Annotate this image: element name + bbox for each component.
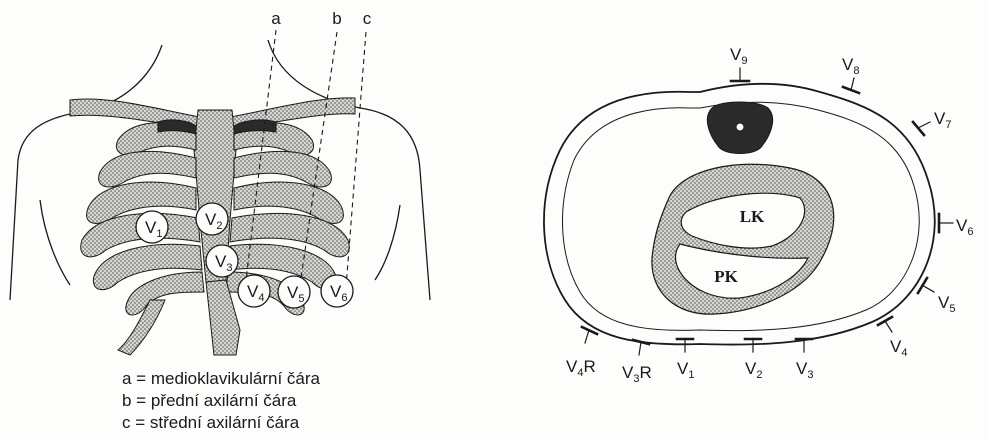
right-electrode-v2-label: V2 xyxy=(745,359,762,381)
line-legend: a = medioklavikulární čára b = přední ax… xyxy=(122,368,320,434)
right-electrode-v8-label: V8 xyxy=(842,55,859,77)
right-electrode-v1-label: V1 xyxy=(677,359,694,381)
right-electrode-v7-label: V7 xyxy=(934,109,951,131)
heart xyxy=(652,164,834,314)
line-label-c: c xyxy=(363,9,372,28)
right-ventricle-label: PK xyxy=(714,267,738,286)
right-electrode-v9-label: V9 xyxy=(730,45,747,67)
legend-item-a: a = medioklavikulární čára xyxy=(122,368,320,390)
left-ventricle-label: LK xyxy=(740,207,765,226)
line-c-mid-axillary xyxy=(345,32,366,300)
right-electrode-v4-label: V4 xyxy=(890,337,907,359)
line-label-b: b xyxy=(332,9,341,28)
right-electrode-v3-label: V3 xyxy=(796,359,813,381)
right-electrode-v6-label: V6 xyxy=(956,216,973,238)
line-label-a: a xyxy=(271,9,281,28)
legend-item-b: b = přední axilární čára xyxy=(122,390,320,412)
right-electrode-v4r-label: V4R xyxy=(566,357,596,379)
spine-vertebra xyxy=(707,102,772,154)
legend-item-c: c = střední axilární čára xyxy=(122,412,320,434)
right-electrode-v5-label: V5 xyxy=(938,293,955,315)
right-electrode-v3r-label: V3R xyxy=(622,363,652,385)
